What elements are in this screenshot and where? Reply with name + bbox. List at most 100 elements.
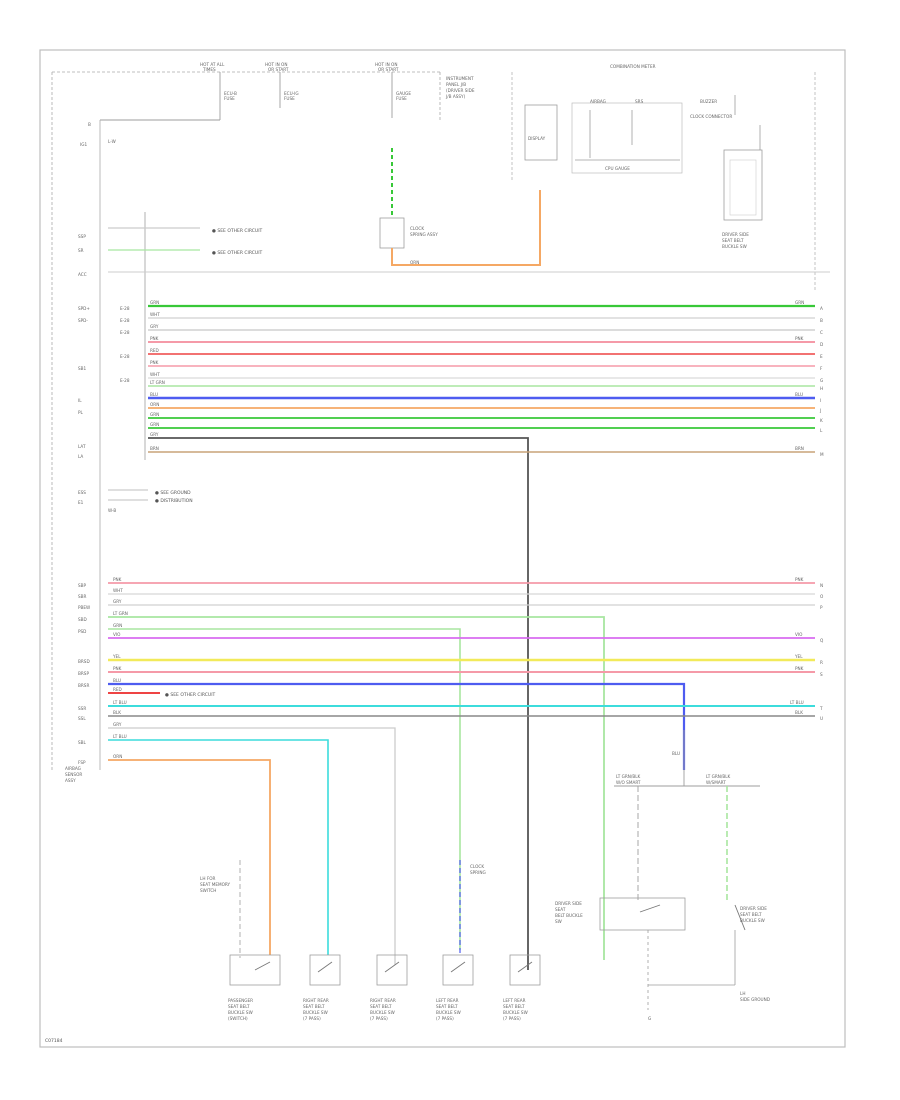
svg-text:LT GRN: LT GRN (113, 611, 128, 616)
svg-text:C: C (820, 330, 823, 335)
svg-text:T: T (819, 706, 823, 711)
svg-text:GRY: GRY (113, 599, 122, 604)
svg-text:IL: IL (78, 398, 82, 403)
svg-text:L-W: L-W (108, 139, 116, 144)
svg-text:ECU-B: ECU-B (224, 91, 237, 96)
svg-text:DISPLAY: DISPLAY (528, 136, 546, 141)
svg-text:SEAT BELT: SEAT BELT (370, 1004, 392, 1009)
svg-text:● SEE OTHER CIRCUIT: ● SEE OTHER CIRCUIT (212, 250, 263, 256)
svg-text:B: B (88, 122, 91, 127)
svg-text:LT GRN: LT GRN (150, 380, 165, 385)
svg-text:GRY: GRY (150, 324, 159, 329)
svg-text:BLU: BLU (150, 392, 158, 397)
svg-text:OR START: OR START (378, 67, 399, 72)
svg-text:SEAT BELT: SEAT BELT (228, 1004, 250, 1009)
svg-text:ORN: ORN (150, 402, 159, 407)
diagram-frame (39, 49, 846, 1048)
svg-text:RED: RED (150, 348, 159, 353)
svg-text:GRY: GRY (113, 722, 122, 727)
svg-text:GAUGE: GAUGE (396, 91, 411, 96)
short-wires-top: SSP ● SEE OTHER CIRCUIT SR ● SEE OTHER C… (78, 227, 830, 277)
svg-text:SEAT BELT: SEAT BELT (303, 1004, 325, 1009)
svg-text:R: R (820, 660, 823, 665)
svg-text:D: D (820, 342, 823, 347)
svg-text:LH FOR: LH FOR (200, 876, 216, 881)
svg-text:HOT AT ALL: HOT AT ALL (200, 62, 225, 67)
svg-text:SBP: SBP (78, 583, 87, 588)
svg-text:I: I (820, 398, 821, 403)
svg-text:K: K (820, 418, 823, 423)
svg-text:BUCKLE SW: BUCKLE SW (228, 1010, 253, 1015)
svg-text:FUSE: FUSE (396, 96, 407, 101)
svg-text:W-B: W-B (108, 508, 116, 513)
svg-text:TIMES: TIMES (202, 67, 216, 72)
svg-text:HOT IN ON: HOT IN ON (265, 62, 287, 67)
svg-text:U: U (820, 716, 823, 721)
svg-text:SIDE GROUND: SIDE GROUND (740, 997, 770, 1002)
svg-text:HOT IN ON: HOT IN ON (375, 62, 397, 67)
svg-text:PNK: PNK (795, 666, 804, 671)
svg-text:E-28: E-28 (120, 378, 130, 383)
svg-text:SR: SR (78, 248, 84, 253)
svg-text:GRY: GRY (150, 432, 159, 437)
svg-text:BUCKLE SW: BUCKLE SW (503, 1010, 528, 1015)
svg-text:LA: LA (78, 454, 83, 459)
svg-text:BLK: BLK (795, 710, 803, 715)
svg-text:ORN: ORN (410, 260, 419, 265)
svg-text:W/SMART: W/SMART (706, 780, 726, 785)
svg-text:SSL: SSL (78, 716, 86, 721)
svg-text:M: M (820, 452, 824, 457)
footer-code: C07184 (45, 1038, 63, 1044)
svg-text:SENSOR: SENSOR (65, 772, 82, 777)
svg-text:COMBINATION METER: COMBINATION METER (610, 64, 656, 69)
svg-text:SWITCH: SWITCH (200, 888, 216, 893)
svg-text:(DRIVER SIDE: (DRIVER SIDE (446, 88, 475, 93)
svg-text:(7 PASS): (7 PASS) (436, 1016, 454, 1021)
svg-text:SPD-: SPD- (78, 318, 88, 323)
svg-text:BLU: BLU (795, 392, 803, 397)
svg-text:● SEE GROUND: ● SEE GROUND (155, 490, 191, 496)
svg-text:CLOCK: CLOCK (410, 226, 424, 231)
svg-text:WHT: WHT (150, 372, 160, 377)
svg-text:CPU GAUGE: CPU GAUGE (605, 166, 630, 171)
svg-text:DRIVER SIDE: DRIVER SIDE (740, 906, 767, 911)
svg-text:J/B ASSY): J/B ASSY) (445, 94, 466, 99)
svg-text:SSR: SSR (78, 706, 86, 711)
svg-text:BLU: BLU (113, 678, 121, 683)
svg-text:AIRBAG: AIRBAG (590, 99, 606, 104)
svg-text:CLOCK: CLOCK (470, 864, 484, 869)
svg-text:VIO: VIO (795, 632, 803, 637)
svg-text:E-28: E-28 (120, 306, 130, 311)
svg-text:OR START: OR START (268, 67, 289, 72)
svg-text:IG1: IG1 (80, 142, 87, 147)
svg-text:LH: LH (740, 991, 745, 996)
svg-text:PASSENGER: PASSENGER (228, 998, 253, 1003)
svg-text:PANEL J/B: PANEL J/B (446, 82, 466, 87)
svg-text:BUCKLE SW: BUCKLE SW (370, 1010, 395, 1015)
svg-text:E: E (820, 354, 823, 359)
svg-text:F: F (820, 366, 823, 371)
svg-text:PNK: PNK (113, 577, 122, 582)
svg-text:SEAT: SEAT (555, 907, 566, 912)
svg-text:PNK: PNK (113, 666, 122, 671)
svg-text:B: B (820, 318, 823, 323)
svg-text:G: G (820, 378, 823, 383)
svg-text:● SEE OTHER CIRCUIT: ● SEE OTHER CIRCUIT (212, 228, 263, 234)
svg-text:SPRING ASSY: SPRING ASSY (410, 232, 438, 237)
svg-text:PNK: PNK (795, 577, 804, 582)
svg-text:CLOCK CONNECTOR: CLOCK CONNECTOR (690, 114, 732, 119)
svg-text:A: A (820, 306, 823, 311)
svg-text:P: P (820, 605, 823, 610)
svg-text:BRN: BRN (150, 446, 159, 451)
svg-text:GRN: GRN (113, 623, 122, 628)
svg-text:SPD+: SPD+ (78, 306, 90, 311)
svg-text:LT GRN/BLK: LT GRN/BLK (616, 774, 641, 779)
svg-text:RIGHT REAR: RIGHT REAR (370, 998, 396, 1003)
svg-text:ORN: ORN (113, 754, 122, 759)
svg-text:LAT: LAT (78, 444, 86, 449)
svg-text:LEFT REAR: LEFT REAR (503, 998, 526, 1003)
svg-text:BUCKLE SW: BUCKLE SW (722, 244, 747, 249)
svg-text:BELT BUCKLE: BELT BUCKLE (555, 913, 583, 918)
svg-text:(7 PASS): (7 PASS) (370, 1016, 388, 1021)
svg-text:SEAT BELT: SEAT BELT (503, 1004, 525, 1009)
